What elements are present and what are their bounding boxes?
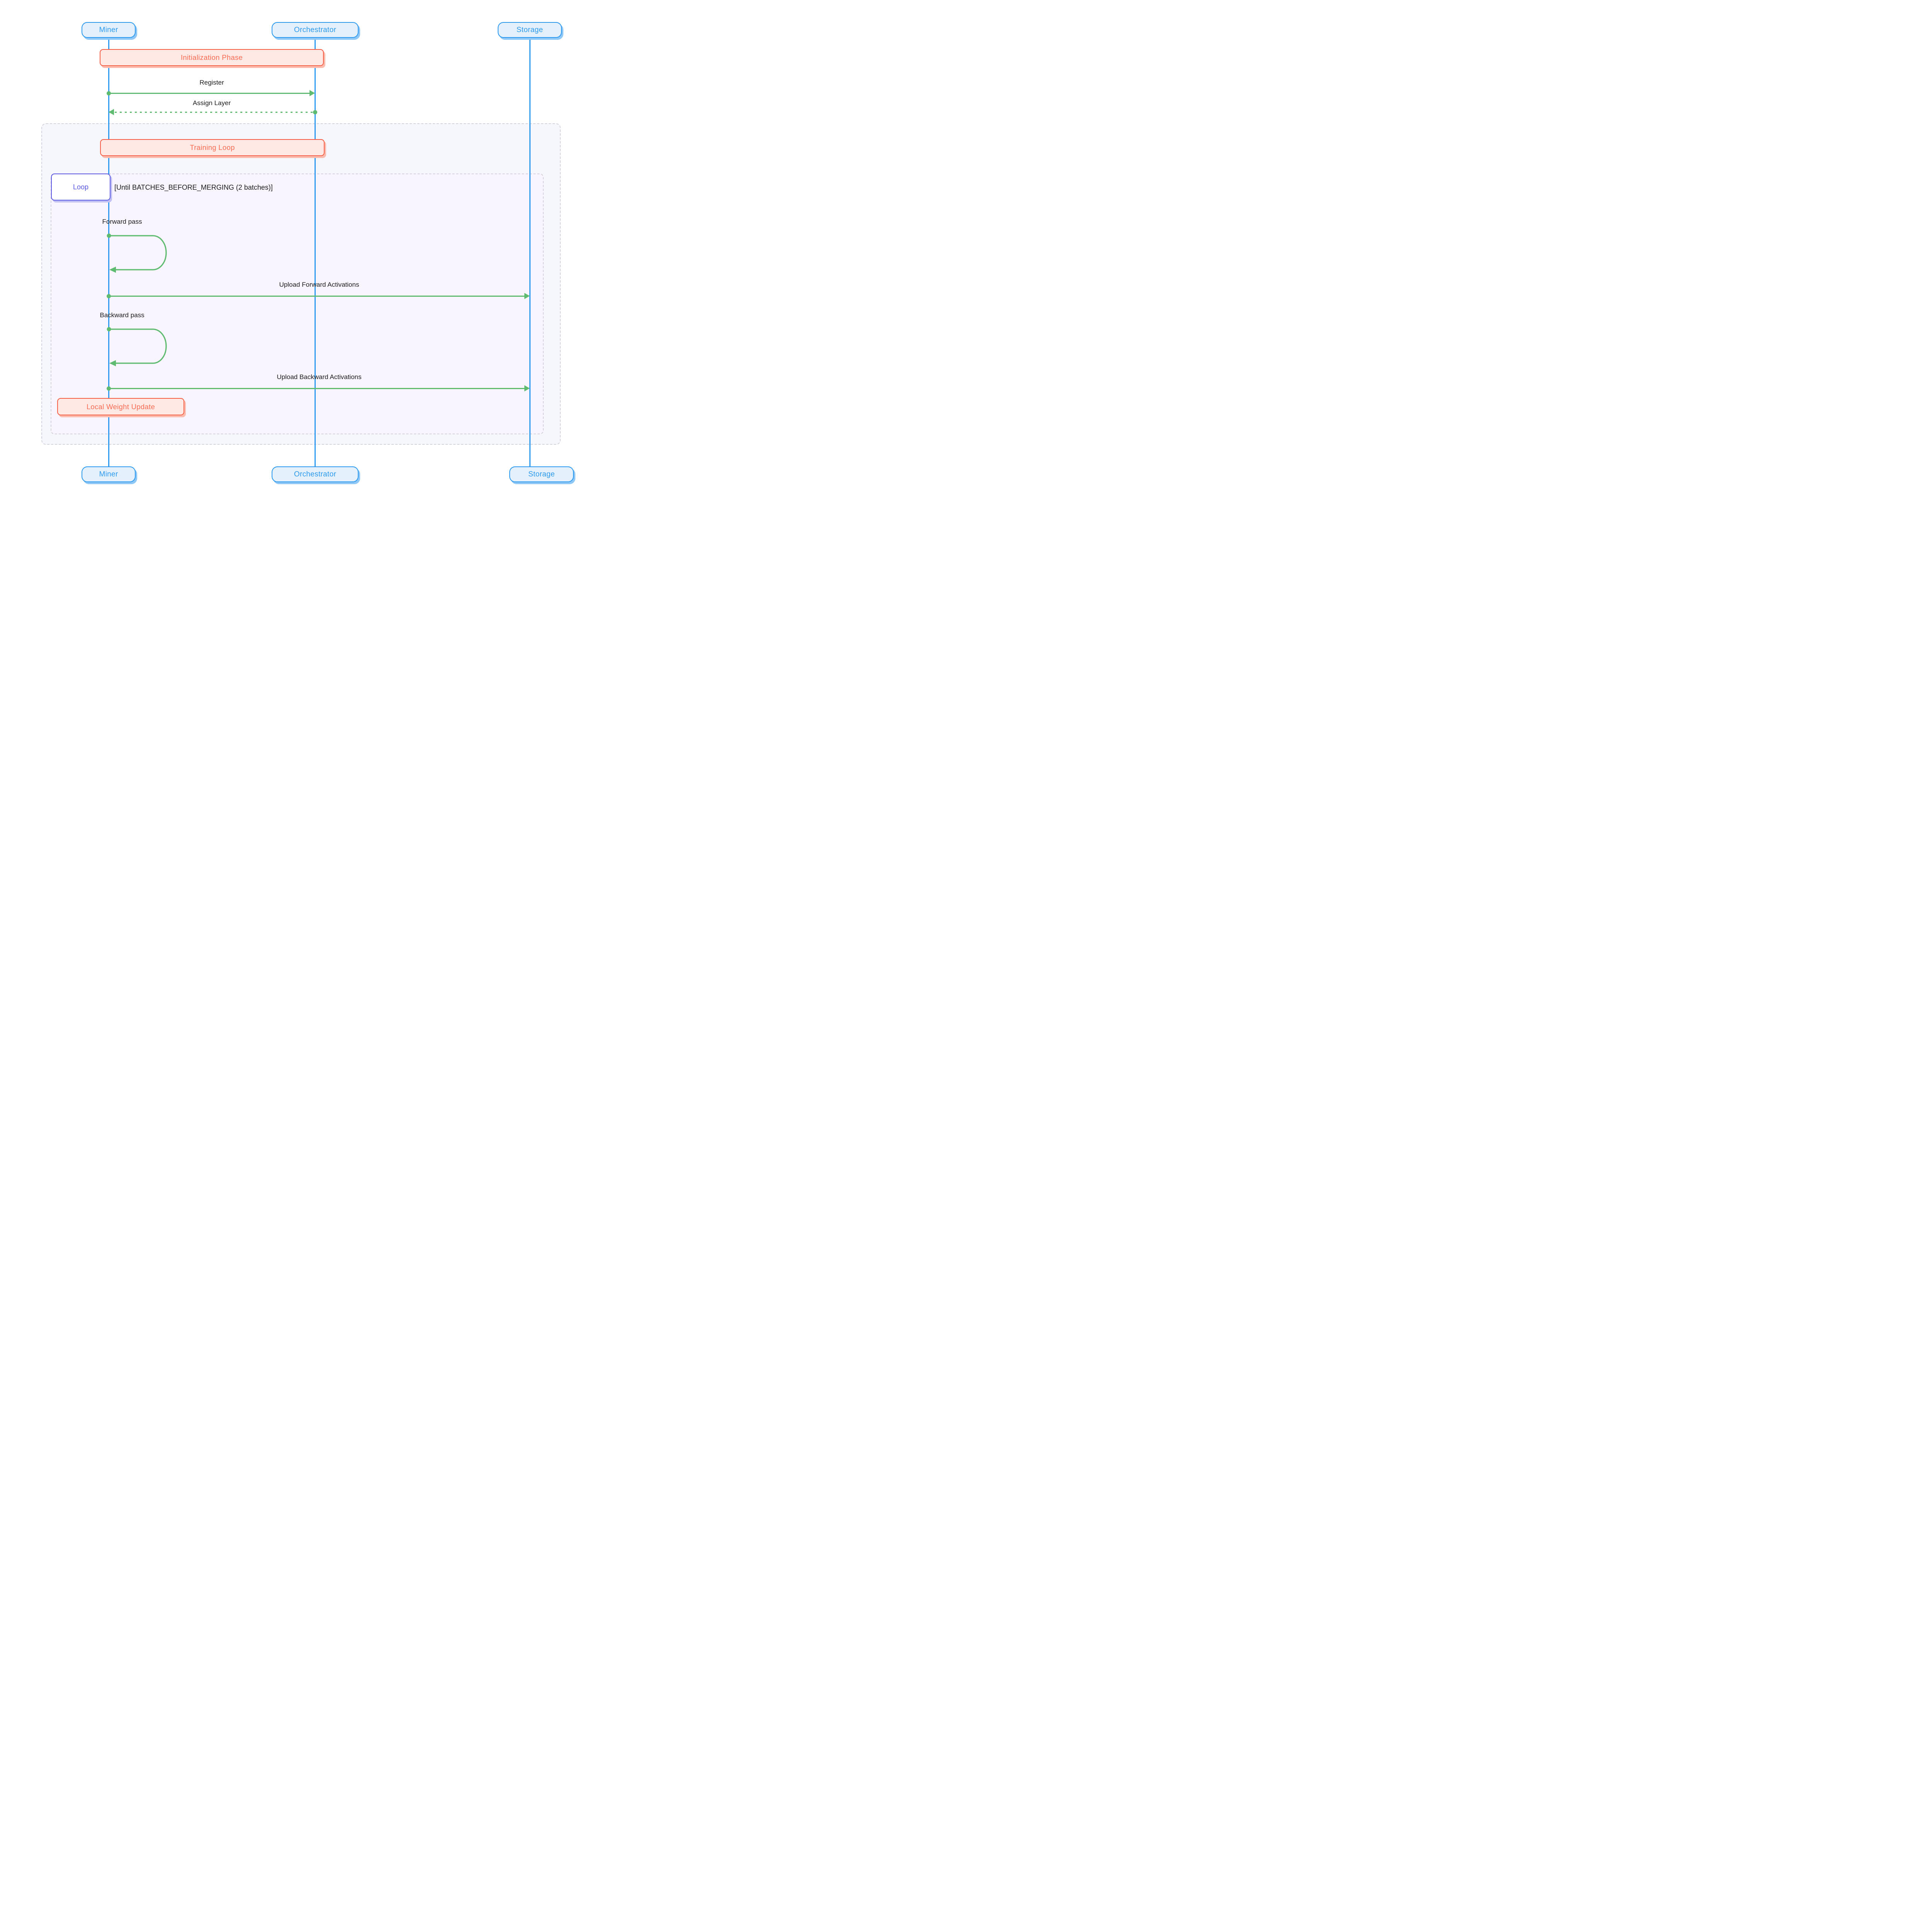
loop-label-box: Loop (51, 173, 111, 201)
training-loop-note: Training Loop (100, 139, 325, 156)
local-weight-update-note: Local Weight Update (57, 398, 184, 415)
register-arrowhead-icon (310, 90, 315, 96)
loop-condition-label: [Until BATCHES_BEFORE_MERGING (2 batches… (114, 184, 273, 191)
initialization-phase-note: Initialization Phase (100, 49, 324, 66)
actor-orchestrator-top: Orchestrator (272, 22, 359, 38)
upload-backward-arrow-line (109, 388, 524, 389)
sequence-diagram: Register Assign Layer Initialization Pha… (0, 0, 597, 498)
storage-lifeline (529, 37, 531, 467)
miner-lifeline (108, 37, 109, 467)
actor-storage-top: Storage (498, 22, 562, 38)
upload-backward-arrow-origin-dot (107, 386, 111, 391)
upload-forward-arrow-origin-dot (107, 294, 111, 298)
assign-layer-arrowhead-icon (109, 109, 114, 115)
assign-layer-arrow-line (115, 112, 313, 113)
actor-miner-bottom: Miner (82, 466, 136, 482)
loop-section-container (51, 173, 544, 434)
actor-miner-top: Miner (82, 22, 136, 38)
assign-layer-message-label: Assign Layer (192, 99, 231, 107)
assign-layer-arrow-origin-dot (313, 110, 317, 114)
register-message-label: Register (199, 79, 224, 86)
upload-forward-arrowhead-icon (524, 293, 530, 299)
register-arrow-line (109, 93, 310, 94)
forward-pass-selfloop-arrow (107, 233, 167, 273)
backward-pass-selfloop-arrow (107, 327, 167, 366)
actor-orchestrator-bottom: Orchestrator (272, 466, 359, 482)
upload-forward-arrow-line (109, 296, 524, 297)
upload-forward-activations-label: Upload Forward Activations (279, 281, 359, 288)
backward-pass-message-label: Backward pass (100, 311, 145, 319)
upload-backward-activations-label: Upload Backward Activations (277, 373, 362, 381)
orchestrator-lifeline (314, 37, 316, 467)
register-arrow-origin-dot (107, 91, 111, 95)
actor-storage-bottom: Storage (509, 466, 574, 482)
forward-pass-message-label: Forward pass (102, 218, 142, 225)
upload-backward-arrowhead-icon (524, 385, 530, 391)
loop-label: Loop (73, 183, 89, 191)
